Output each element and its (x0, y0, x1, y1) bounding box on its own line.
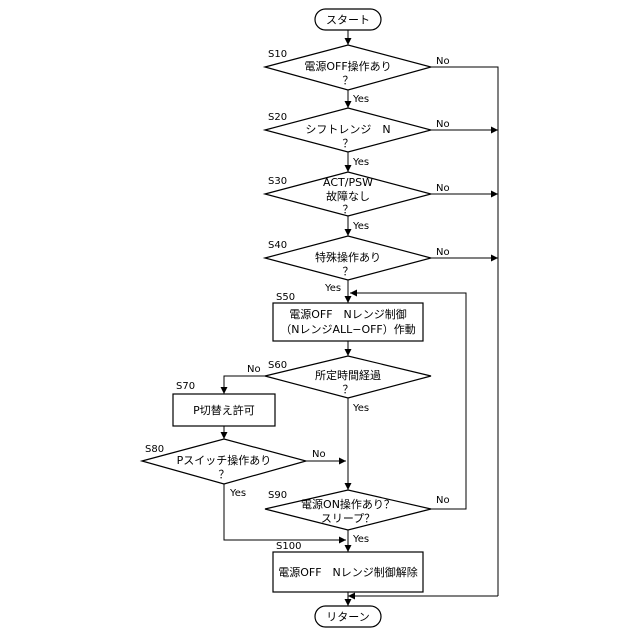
node-s30: S30 ACT/PSW 故障なし ？ (265, 172, 431, 216)
label-s60-yes: Yes (352, 403, 369, 414)
s50-line-1: 電源OFF Nレンジ制御 (289, 307, 407, 321)
node-s80: S80 Pスイッチ操作あり ？ (142, 439, 306, 484)
s30-line-1: ACT/PSW (323, 176, 373, 189)
s10-line-1: 電源OFF操作あり (304, 59, 391, 73)
step-s70: S70 (176, 381, 195, 392)
s20-line-1: シフトレンジ N (305, 123, 390, 136)
step-s40: S40 (268, 240, 287, 251)
label-s20-no: No (436, 119, 450, 130)
s90-line-1: 電源ON操作あり？ (301, 497, 395, 511)
label-s30-yes: Yes (352, 221, 369, 232)
node-s20: S20 シフトレンジ N ？ (265, 108, 431, 152)
label-s30-no: No (436, 183, 450, 194)
step-s80: S80 (145, 444, 164, 455)
s40-line-1: 特殊操作あり (315, 250, 381, 264)
node-end: リターン (315, 606, 381, 627)
s10-line-2: ？ (343, 74, 354, 87)
label-s10-no: No (436, 56, 450, 67)
label-s90-no: No (436, 495, 450, 506)
label-s20-yes: Yes (352, 157, 369, 168)
label-s40-yes: Yes (324, 283, 341, 294)
node-s60: S60 所定時間経過 ？ (265, 356, 431, 398)
node-s90: S90 電源ON操作あり？ スリープ？ (265, 490, 431, 530)
label-s10-yes: Yes (352, 94, 369, 105)
s60-line-1: 所定時間経過 (315, 368, 381, 382)
step-s10: S10 (268, 49, 287, 60)
s20-line-2: ？ (343, 137, 354, 150)
s30-line-2: 故障なし (326, 189, 370, 203)
s80-line-1: Pスイッチ操作あり (177, 453, 272, 467)
bus-right (431, 67, 498, 596)
node-s40: S40 特殊操作あり ？ (265, 236, 431, 280)
end-label: リターン (326, 611, 369, 624)
node-start: スタート (315, 9, 381, 30)
step-s60: S60 (268, 360, 287, 371)
edge-s60-no (224, 376, 265, 394)
label-s90-yes: Yes (352, 534, 369, 545)
step-s30: S30 (268, 176, 287, 187)
s60-line-2: ？ (343, 383, 354, 396)
node-s10: S10 電源OFF操作あり ？ (265, 45, 431, 90)
step-s100: S100 (276, 541, 301, 552)
s90-line-2: スリープ？ (321, 512, 375, 525)
s50-line-2: （NレンジALL−OFF）作動 (280, 322, 416, 336)
label-s40-no: No (436, 247, 450, 258)
s30-line-3: ？ (343, 203, 354, 216)
step-s50: S50 (276, 292, 295, 303)
label-s80-yes: Yes (229, 488, 246, 499)
label-s60-no: No (247, 364, 261, 375)
s70-line-1: P切替え許可 (193, 403, 255, 417)
step-s20: S20 (268, 112, 287, 123)
label-s80-no: No (312, 449, 326, 460)
start-label: スタート (326, 14, 370, 27)
s80-line-2: ？ (219, 468, 230, 481)
s40-line-2: ？ (343, 265, 354, 278)
s100-line-1: 電源OFF Nレンジ制御解除 (278, 565, 418, 579)
step-s90: S90 (268, 490, 287, 501)
